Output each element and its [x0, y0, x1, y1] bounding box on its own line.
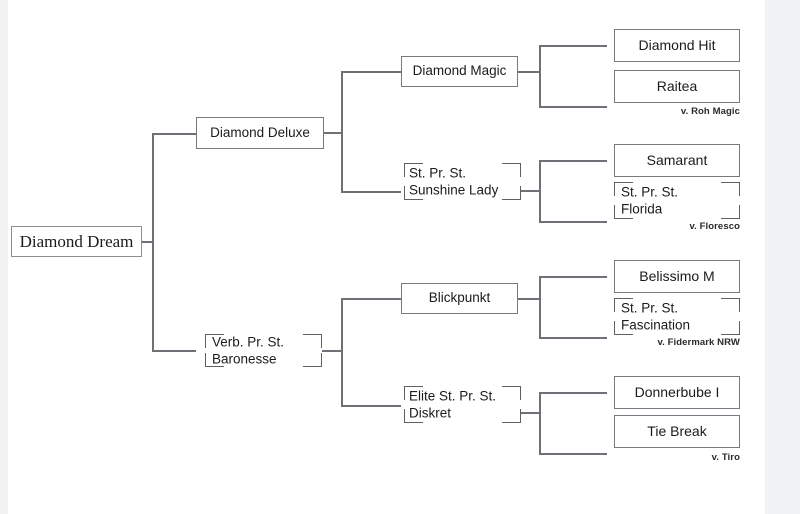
bracket-corner-top-right [502, 386, 521, 400]
bracket-corner-bottom-left [404, 409, 423, 423]
connector-gen3a-branch-top [539, 45, 607, 47]
connector-root-stub [142, 241, 153, 243]
connector-gen3a-spine [539, 45, 541, 107]
node-label: Elite St. Pr. St. Diskret [409, 387, 497, 421]
connector-gen3d-stub [521, 412, 539, 414]
node-label: St. Pr. St. Florida [621, 183, 679, 217]
connector-gen3c-branch-top [539, 276, 607, 278]
bracket-corner-top-left [404, 163, 423, 177]
bracket-corner-top-right [303, 334, 322, 348]
connector-gen3c-stub [518, 298, 539, 300]
connector-gen2a-stub [324, 132, 342, 134]
node-gen4-st-pr-st-fascination[interactable]: St. Pr. St. Fascination [614, 298, 740, 335]
connector-gen2a-branch-top [341, 71, 401, 73]
annotation-dam-sire-2: v. Floresco [689, 221, 740, 232]
node-gen3-elite-st-pr-st-diskret[interactable]: Elite St. Pr. St. Diskret [404, 386, 521, 423]
connector-gen1-branch-bottom [152, 350, 196, 352]
node-gen4-belissimo-m[interactable]: Belissimo M [614, 260, 740, 293]
connector-gen3d-spine [539, 392, 541, 454]
connector-gen2a-spine [341, 71, 343, 192]
left-margin-gutter [0, 0, 8, 514]
node-gen3-blickpunkt[interactable]: Blickpunkt [401, 283, 518, 314]
bracket-corner-bottom-right [303, 353, 322, 367]
node-gen4-diamond-hit[interactable]: Diamond Hit [614, 29, 740, 62]
annotation-dam-sire-4: v. Tiro [711, 452, 740, 463]
connector-gen3a-stub [518, 71, 539, 73]
connector-gen2a-branch-bottom [341, 191, 401, 193]
node-gen4-tie-break[interactable]: Tie Break [614, 415, 740, 448]
bracket-corner-top-left [404, 386, 423, 400]
right-margin-gutter [765, 0, 800, 514]
node-root-diamond-dream[interactable]: Diamond Dream [11, 226, 142, 257]
connector-gen3b-stub [521, 190, 539, 192]
bracket-corner-bottom-left [614, 321, 633, 335]
bracket-corner-top-left [614, 182, 633, 196]
bracket-corner-bottom-right [502, 186, 521, 200]
connector-gen3a-branch-bottom [539, 106, 607, 108]
connector-gen2b-spine [341, 298, 343, 406]
node-label: St. Pr. St. Fascination [621, 299, 691, 333]
connector-gen2b-stub [322, 350, 342, 352]
connector-gen3b-branch-top [539, 160, 607, 162]
connector-gen3d-branch-bottom [539, 453, 607, 455]
connector-gen3b-spine [539, 160, 541, 222]
bracket-corner-top-right [721, 182, 740, 196]
connector-gen3c-branch-bottom [539, 337, 607, 339]
connector-gen1-spine [152, 133, 154, 351]
annotation-dam-sire-1: v. Roh Magic [680, 106, 740, 117]
connector-gen3c-spine [539, 276, 541, 338]
node-gen4-raitea[interactable]: Raitea [614, 70, 740, 103]
connector-gen3b-branch-bottom [539, 221, 607, 223]
bracket-corner-top-right [721, 298, 740, 312]
bracket-corner-top-left [614, 298, 633, 312]
connector-gen1-branch-top [152, 133, 196, 135]
bracket-corner-top-left [205, 334, 224, 348]
node-gen3-st-pr-st-sunshine-lady[interactable]: St. Pr. St. Sunshine Lady [404, 163, 521, 200]
bracket-corner-bottom-right [502, 409, 521, 423]
node-gen4-st-pr-st-florida[interactable]: St. Pr. St. Florida [614, 182, 740, 219]
node-label: St. Pr. St. Sunshine Lady [409, 164, 499, 198]
node-gen2-diamond-deluxe[interactable]: Diamond Deluxe [196, 117, 324, 149]
annotation-dam-sire-3: v. Fidermark NRW [657, 337, 740, 348]
node-label: Verb. Pr. St. Baronesse [212, 333, 285, 367]
bracket-corner-bottom-left [205, 353, 224, 367]
connector-gen2b-branch-bottom [341, 405, 401, 407]
node-gen3-diamond-magic[interactable]: Diamond Magic [401, 56, 518, 87]
bracket-corner-bottom-right [721, 205, 740, 219]
connector-gen2b-branch-top [341, 298, 401, 300]
connector-gen3d-branch-top [539, 392, 607, 394]
node-gen4-donnerbube-i[interactable]: Donnerbube I [614, 376, 740, 409]
bracket-corner-bottom-left [614, 205, 633, 219]
bracket-corner-top-right [502, 163, 521, 177]
bracket-corner-bottom-left [404, 186, 423, 200]
node-gen4-samarant[interactable]: Samarant [614, 144, 740, 177]
node-gen2-verb-pr-st-baronesse[interactable]: Verb. Pr. St. Baronesse [205, 334, 322, 367]
bracket-corner-bottom-right [721, 321, 740, 335]
